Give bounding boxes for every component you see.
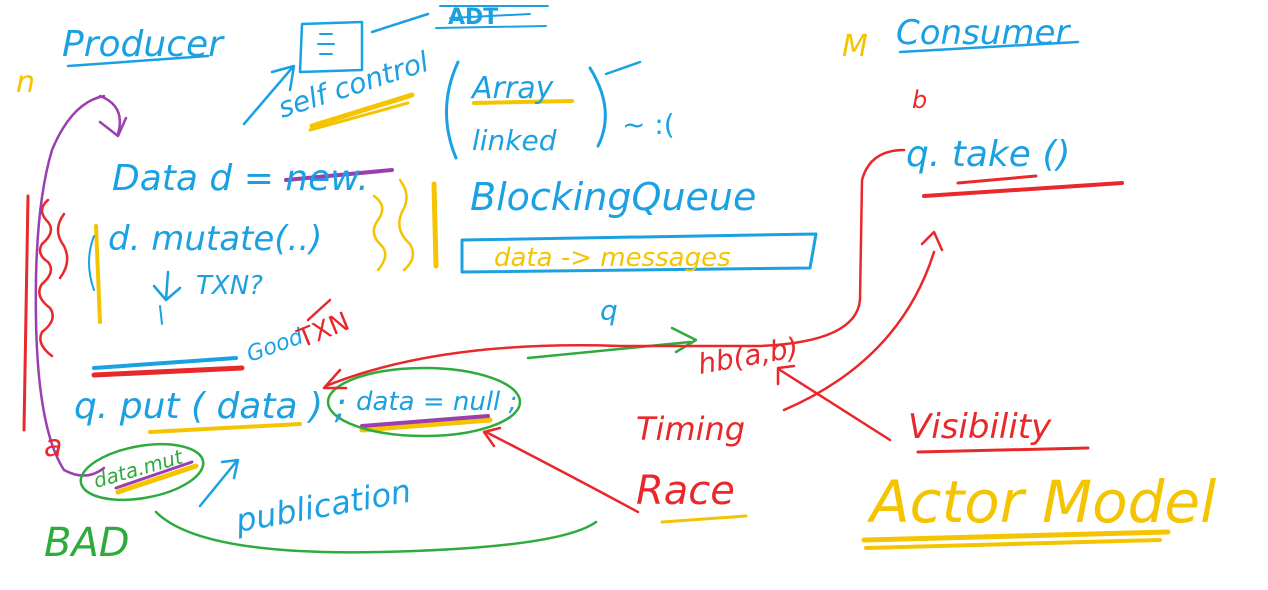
- race-label: Race: [636, 468, 735, 514]
- sad-face-label: ~ :(: [622, 108, 675, 141]
- linked-label: linked: [472, 124, 557, 157]
- purple-arrowhead: [98, 116, 128, 138]
- queue-var-label: q: [600, 294, 618, 327]
- adt-box-lines: [317, 33, 335, 55]
- txn-label: TXN: [292, 307, 353, 355]
- actor-underline-1: [861, 529, 1171, 543]
- timing-to-take-arrow: [782, 230, 944, 412]
- txn-question-label: TXN?: [196, 271, 263, 301]
- highlight-strokes: [66, 40, 1171, 550]
- null-highlight-yellow: [359, 417, 493, 433]
- mutate-label: d. mutate(..): [108, 219, 322, 259]
- mutate-blue-bar: [88, 235, 95, 291]
- data-messages-label: data -> messages: [494, 243, 731, 273]
- bad-label: BAD: [44, 520, 130, 566]
- visibility-arrow: [776, 364, 892, 442]
- array-paren-right: [588, 66, 607, 148]
- q-green-arrow: [526, 326, 698, 360]
- producer-red-brace: [56, 212, 69, 280]
- adt-scribble: [435, 5, 549, 29]
- visibility-underline: [916, 446, 1090, 454]
- queue-box: [460, 232, 818, 274]
- put-line-red: [91, 365, 245, 378]
- put-underline-yellow: [148, 422, 302, 434]
- consumer-underline: [898, 40, 1080, 54]
- race-underline: [660, 514, 748, 524]
- blocking-queue-label: BlockingQueue: [470, 175, 756, 219]
- publication-label: publication: [232, 472, 414, 540]
- array-check-mark: [604, 60, 642, 76]
- put-line-blue: [92, 356, 238, 370]
- labels: n Producer M Consumer ADT self control A…: [16, 5, 1216, 566]
- actor-underline-2: [864, 538, 1162, 550]
- yellow-zigzag-2: [398, 178, 415, 272]
- put-label: q. put ( data ) ;: [74, 386, 347, 427]
- label-a: a: [44, 429, 62, 464]
- publication-arrow: [198, 458, 240, 508]
- mut-highlight-purple: [114, 460, 194, 490]
- mutate-down-arrow: [152, 270, 182, 302]
- txn-tick: [306, 298, 332, 322]
- self-control-arrow: [242, 64, 296, 126]
- take-to-put-arrowhead: [322, 368, 348, 390]
- purple-flow-arc: [34, 94, 122, 477]
- actor-model-label: Actor Model: [866, 468, 1216, 536]
- producer-count: n: [16, 65, 35, 100]
- self-control-highlight: [309, 92, 415, 129]
- green-bottom-curve: [154, 510, 598, 554]
- data-mut-ellipse: [79, 442, 205, 502]
- take-underline-1: [922, 181, 1124, 198]
- adt-box: [298, 20, 364, 74]
- arrows: [152, 64, 944, 514]
- yellow-bar: [431, 181, 439, 269]
- array-label: Array: [470, 71, 555, 106]
- data-null-ellipse: [326, 366, 522, 438]
- race-arrow: [484, 430, 640, 514]
- producer-underline: [66, 54, 210, 68]
- new-underline: [284, 168, 394, 182]
- adt-link-line: [370, 12, 430, 34]
- consumer-title: Consumer: [896, 13, 1071, 53]
- take-to-put-arrow: [324, 148, 906, 388]
- take-label: q. take (): [906, 134, 1070, 175]
- mutate-tick: [159, 305, 163, 325]
- yellow-zigzag-1: [372, 194, 387, 272]
- self-control-highlight-2: [308, 101, 410, 132]
- take-underline-2: [956, 174, 1038, 185]
- shapes: [22, 5, 818, 554]
- race-arrowhead: [482, 426, 502, 448]
- adt-label: ADT: [448, 5, 498, 30]
- data-null-label: data = null ;: [356, 387, 517, 417]
- mut-highlight-yellow: [115, 463, 199, 495]
- mutate-yellow-bar: [94, 224, 102, 324]
- timing-label: Timing: [636, 410, 745, 448]
- consumer-count: M: [842, 29, 868, 64]
- array-highlight: [472, 99, 574, 105]
- null-highlight-purple: [360, 414, 490, 428]
- array-paren-left: [444, 60, 460, 160]
- producer-title: Producer: [62, 24, 225, 65]
- producer-red-wiggle: [38, 198, 54, 358]
- producer-red-bar: [22, 194, 30, 432]
- data-new-label: Data d = new.: [112, 158, 369, 199]
- label-b: b: [912, 86, 927, 114]
- visibility-label: Visibility: [908, 407, 1052, 447]
